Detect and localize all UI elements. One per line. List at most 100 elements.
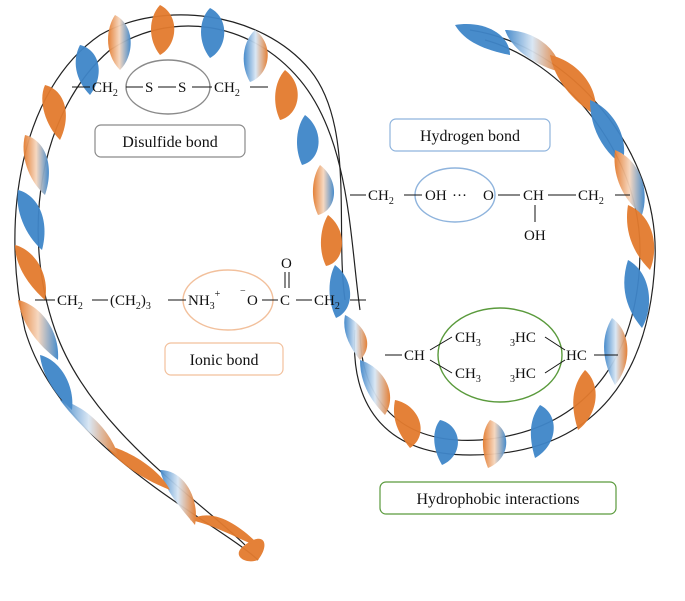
hydrogen-oh-left: OH [425,188,447,204]
hydrophobic-group: CH CH3 CH3 3HC 3HC HC [385,307,618,403]
ionic-nh3: NH [188,293,210,309]
ribbon-segment [190,515,262,548]
ribbon-segment [42,85,66,140]
svg-text:CH3: CH3 [455,330,481,349]
hydrophobic-highlight [437,307,563,403]
hydrophobic-hc-bottom-pre: 3 [510,374,515,385]
hydrogen-ch2-right-sub: 2 [599,196,604,207]
ribbon-segment [624,260,650,328]
ionic-nh3-sub: 3 [210,301,215,312]
ionic-ch2-b: CH [314,293,335,309]
hydrophobic-label-box: Hydrophobic interactions [379,481,617,515]
ribbon-segment [550,55,596,115]
hydrophobic-ch-left: CH [404,348,425,364]
ribbon-segment [108,15,131,70]
ribbon-segment [243,30,268,82]
ribbon-segment [393,400,421,448]
ribbon-right [360,24,655,468]
svg-text:3HC: 3HC [510,366,536,385]
ionic-o-minus: − [240,286,246,297]
ribbon-segment [455,24,510,55]
ionic-nh3-sup: + [215,289,221,300]
ribbon-segment [329,265,351,318]
disulfide-ch2-right-sub: 2 [235,88,240,99]
hydrophobic-ch3-top-sub: 3 [476,338,481,349]
ionic-o-top: O [281,256,292,272]
hydrogen-ch2-left-sub: 2 [389,196,394,207]
ionic-ch2-3-open: (CH [110,293,136,309]
bond-line [544,336,566,351]
ribbon-segment [17,190,45,250]
hydrogen-o: O [483,188,494,204]
bond-line [429,336,453,351]
svg-text:3HC: 3HC [510,330,536,349]
hydrophobic-ch3-bottom-sub: 3 [476,374,481,385]
ribbon-segment [201,8,225,58]
hydrophobic-hc-right: HC [566,348,587,364]
disulfide-s2: S [178,80,186,96]
svg-text:CH3: CH3 [455,366,481,385]
hydrogen-dots: ··· [452,188,467,204]
disulfide-ch2-right: CH [214,80,235,96]
svg-text:CH2: CH2 [214,80,240,99]
hydrogen-ch2-left: CH [368,188,389,204]
ionic-ch2-b-sub: 2 [335,301,340,312]
ionic-ch2-a-sub: 2 [78,301,83,312]
ribbon-segment [75,45,99,95]
ribbon-segment [626,205,655,270]
ribbon-segment [604,318,628,385]
hydrogen-oh-bottom: OH [524,228,546,244]
disulfide-ch2-left: CH [92,80,113,96]
hydrogen-ch: CH [523,188,544,204]
ionic-c: C [280,293,290,309]
ribbon-segment [105,445,170,490]
ionic-group: CH2 (CH2)3 NH3+ − O C O CH2 [35,256,366,331]
ionic-label-box: Ionic bond [164,342,284,376]
svg-text:NH3+: NH3+ [188,289,221,312]
ionic-ch2-3-close: ) [141,293,146,309]
bond-line [429,359,453,374]
svg-text:CH2: CH2 [578,188,604,207]
svg-text:CH2: CH2 [314,293,340,312]
ribbon-segment [151,5,175,55]
svg-text:CH2: CH2 [57,293,83,312]
svg-text:CH2: CH2 [92,80,118,99]
ribbon-segment [530,405,554,458]
ribbon-segment [160,470,196,525]
hydrophobic-ch3-bottom: CH [455,366,476,382]
ribbon-segment [505,30,560,72]
hydrogen-group: CH2 OH ··· O CH CH2 OH [350,167,630,244]
ionic-ch2-3-sub: 2 [136,301,141,312]
disulfide-s1: S [145,80,153,96]
ionic-label: Ionic bond [190,352,259,369]
ribbon-segment [590,100,625,165]
disulfide-ch2-left-sub: 2 [113,88,118,99]
ribbon-segment [60,400,118,455]
backbone-left-loop [37,25,361,546]
svg-text:(CH2)3: (CH2)3 [110,293,151,312]
ribbon-segment [434,420,458,465]
bond-line [544,359,566,374]
hydrogen-label-box: Hydrogen bond [389,118,551,152]
hydrogen-ch2-right: CH [578,188,599,204]
ribbon-segment [320,215,343,266]
ribbon-segment [344,315,368,360]
ribbon-segment [360,360,391,415]
ribbon-segment [15,245,46,300]
ionic-ch2-a: CH [57,293,78,309]
backbone-right-outer [353,29,656,456]
hydrophobic-hc-top-pre: 3 [510,338,515,349]
ribbon-segment [312,165,335,215]
ribbon-segment [18,300,59,360]
hydrogen-label: Hydrogen bond [420,128,520,145]
ribbon-segment [275,70,298,120]
ribbon-segment [614,150,645,215]
ribbon-segment [23,135,49,195]
disulfide-label: Disulfide bond [122,134,218,151]
hydrophobic-hc-top: HC [515,330,536,346]
disulfide-label-box: Disulfide bond [94,124,246,158]
ribbon-segment [296,115,319,165]
ribbon-segment [482,420,507,468]
hydrophobic-label: Hydrophobic interactions [416,491,579,508]
